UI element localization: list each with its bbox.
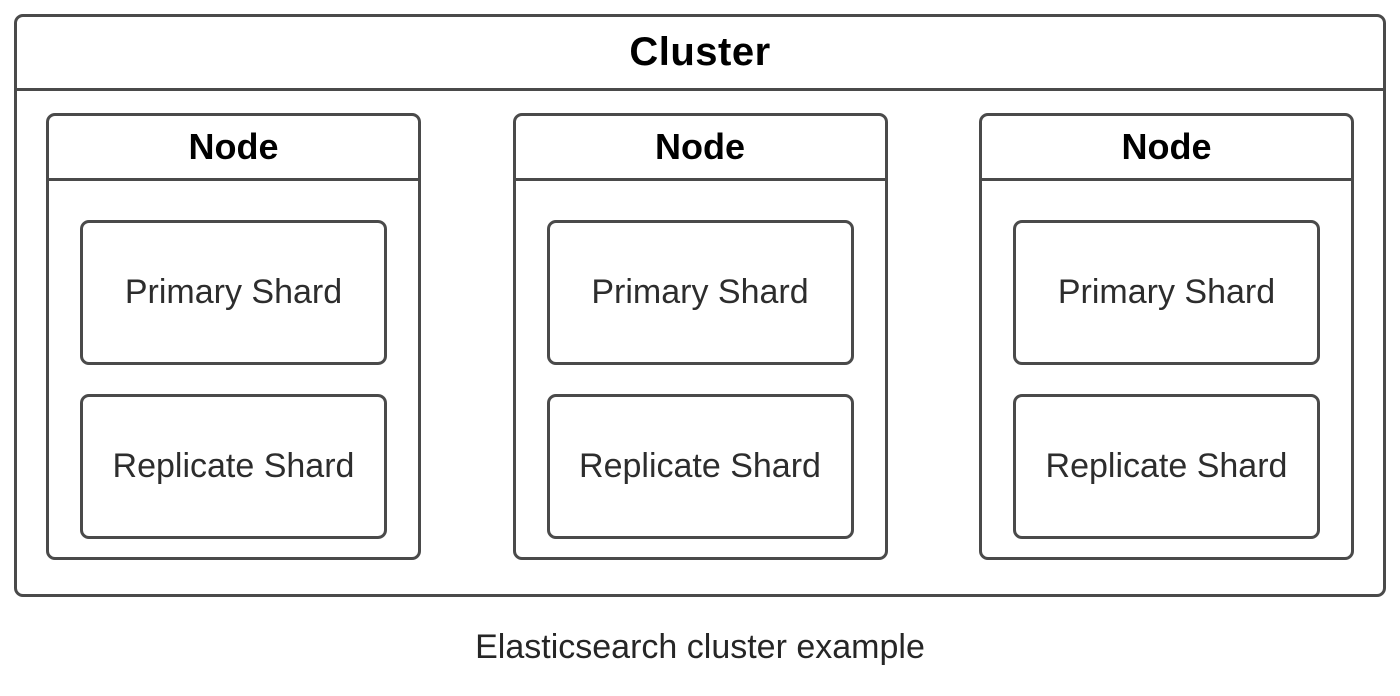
node-title: Node	[655, 126, 745, 167]
replicate-shard-box: Replicate Shard	[80, 394, 387, 539]
primary-shard-label: Primary Shard	[1057, 273, 1276, 311]
node-body: Primary Shard Replicate Shard	[516, 181, 885, 539]
primary-shard-box: Primary Shard	[546, 220, 854, 365]
node-title: Node	[1121, 126, 1212, 167]
primary-shard-label: Primary Shard	[124, 273, 343, 311]
node-header: Node	[49, 116, 418, 181]
cluster-box: Cluster Node Primary Shard Replicate Sha…	[14, 14, 1386, 597]
node-header: Node	[982, 116, 1351, 181]
replicate-shard-box: Replicate Shard	[546, 394, 854, 539]
node-box-2: Node Primary Shard Replicate Shard	[512, 113, 888, 560]
cluster-header: Cluster	[17, 17, 1383, 91]
node-body: Primary Shard Replicate Shard	[982, 181, 1351, 539]
diagram-caption: Elasticsearch cluster example	[475, 628, 925, 666]
primary-shard-box: Primary Shard	[1013, 220, 1320, 365]
replicate-shard-box: Replicate Shard	[1013, 394, 1320, 539]
node-box-1: Node Primary Shard Replicate Shard	[46, 113, 421, 560]
primary-shard-box: Primary Shard	[80, 220, 387, 365]
node-title: Node	[188, 126, 279, 167]
primary-shard-label: Primary Shard	[591, 273, 809, 311]
cluster-body: Node Primary Shard Replicate Shard Node …	[17, 91, 1383, 560]
node-header: Node	[515, 116, 885, 181]
replicate-shard-label: Replicate Shard	[1045, 447, 1288, 485]
replicate-shard-label: Replicate Shard	[579, 447, 821, 485]
replicate-shard-label: Replicate Shard	[112, 447, 355, 485]
node-body: Primary Shard Replicate Shard	[49, 181, 418, 539]
node-box-3: Node Primary Shard Replicate Shard	[979, 113, 1354, 560]
cluster-title: Cluster	[629, 30, 771, 74]
